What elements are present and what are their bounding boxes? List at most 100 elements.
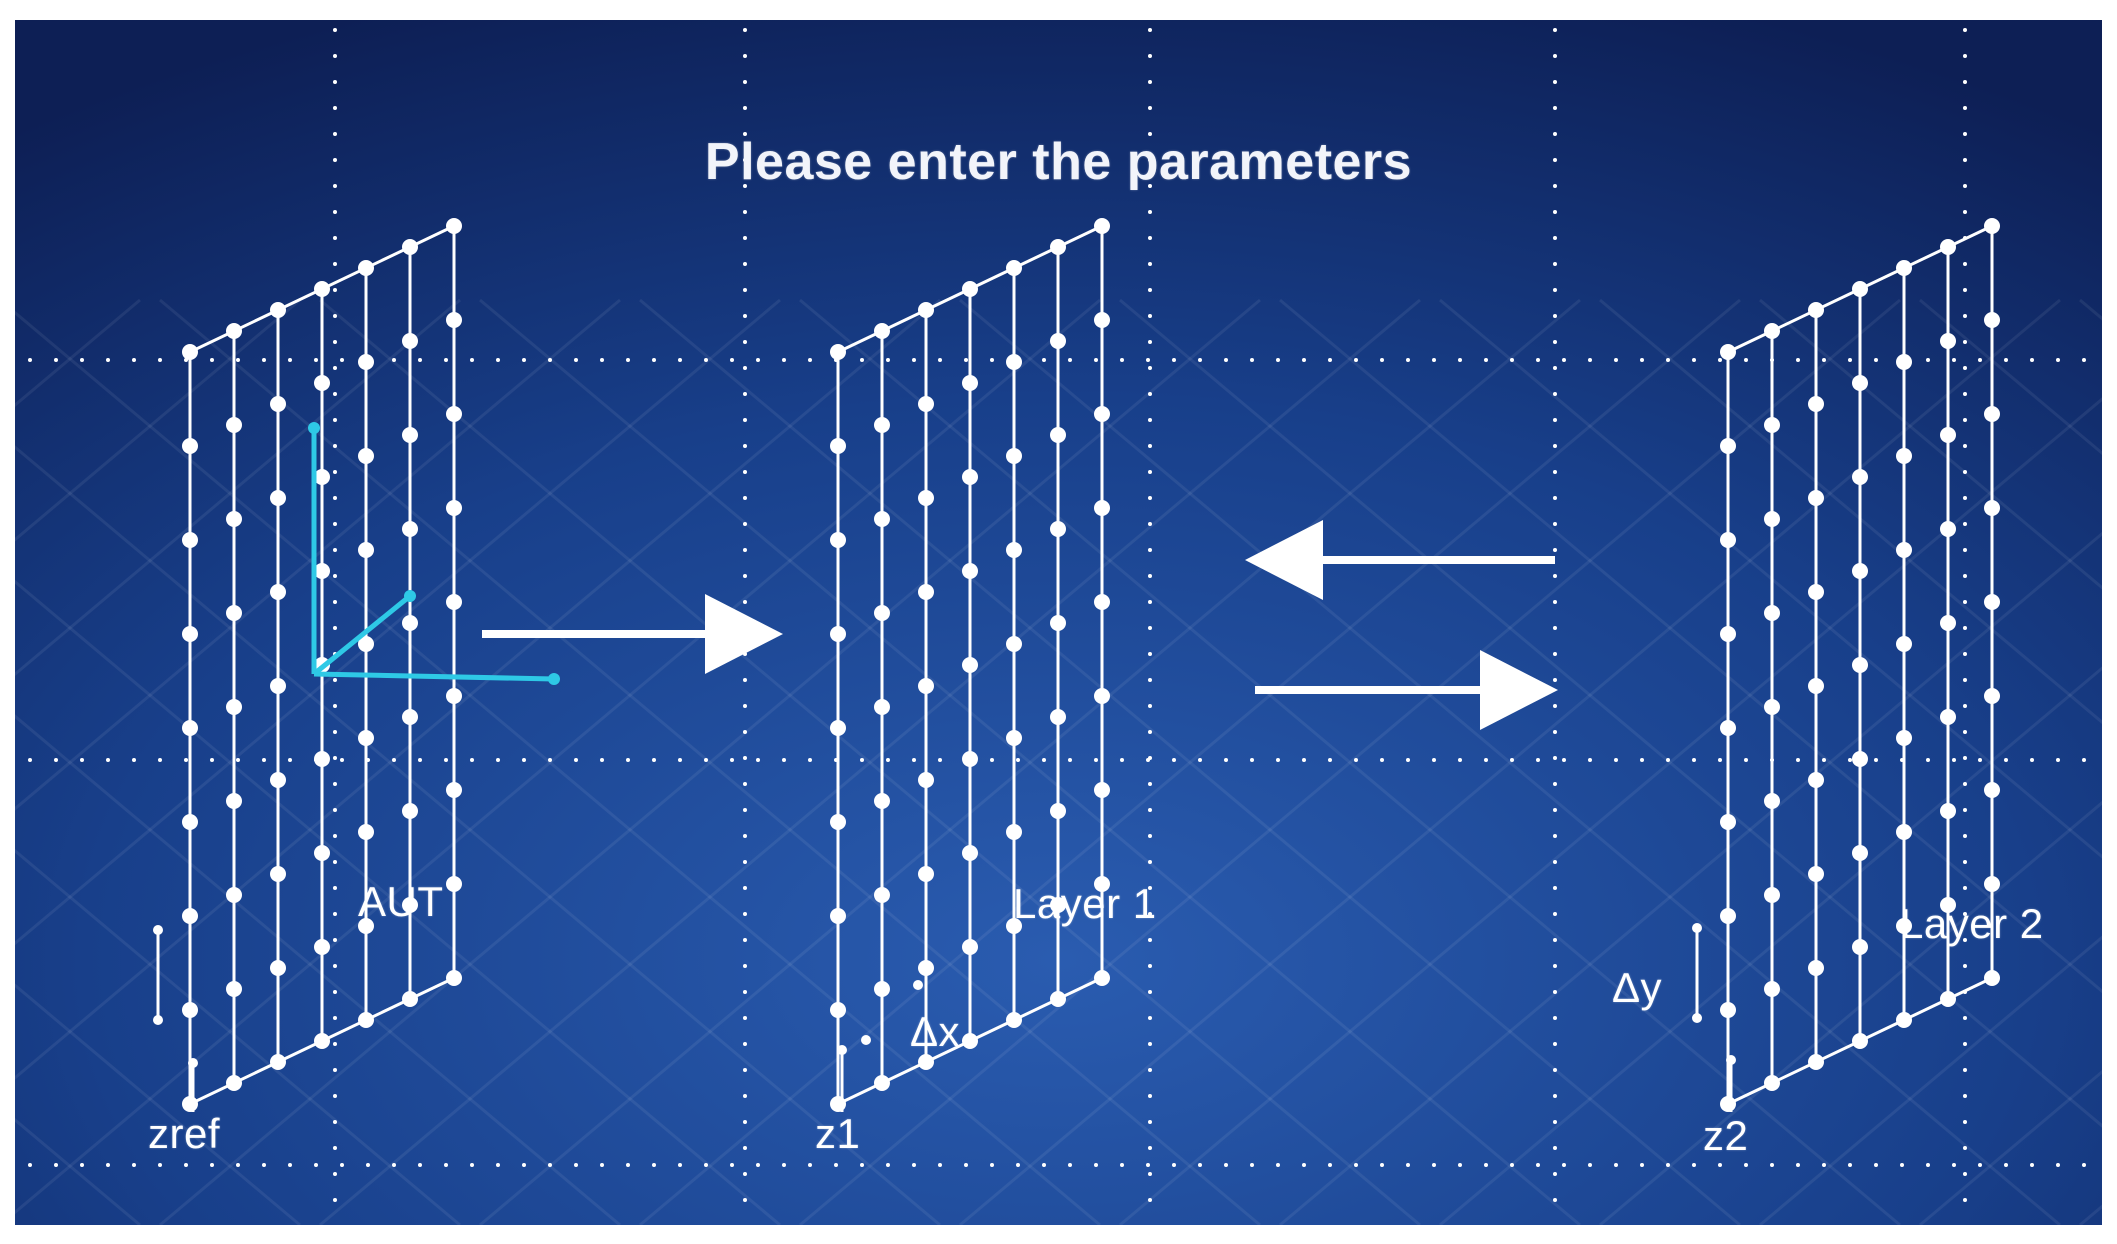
guide-dot: [730, 358, 734, 362]
guide-dot: [1068, 358, 1072, 362]
guide-dot: [333, 678, 337, 682]
lattice-node: [1764, 1075, 1780, 1091]
guide-dot: [333, 1094, 337, 1098]
guide-dot: [333, 912, 337, 916]
guide-dot: [1016, 1163, 1020, 1167]
guide-dot: [1963, 340, 1967, 344]
lattice-node: [270, 866, 286, 882]
floor-grid-line: [1759, 298, 2117, 603]
lattice-node: [446, 218, 462, 234]
guide-dot: [1148, 652, 1152, 656]
guide-dot: [262, 358, 266, 362]
lattice-node: [1808, 1054, 1824, 1070]
guide-dot: [1963, 626, 1967, 630]
guide-dot: [1553, 184, 1557, 188]
guide-dot: [1963, 1068, 1967, 1072]
guide-dot: [1484, 758, 1488, 762]
lattice-node: [358, 448, 374, 464]
guide-dot: [1484, 358, 1488, 362]
guide-dot: [1963, 28, 1967, 32]
guide-dot: [743, 288, 747, 292]
guide-dot: [333, 1120, 337, 1124]
guide-dot: [1553, 236, 1557, 240]
lattice-node: [1852, 1033, 1868, 1049]
guide-dot: [333, 392, 337, 396]
lattice-node: [1984, 218, 2000, 234]
z2-label: z2: [1703, 1112, 1749, 1159]
lattice-node: [874, 887, 890, 903]
lattice-node: [226, 605, 242, 621]
lattice-node: [226, 323, 242, 339]
guide-dot: [1553, 1198, 1557, 1202]
guide-dot: [912, 358, 916, 362]
guide-dot: [756, 358, 760, 362]
guide-dot: [1148, 366, 1152, 370]
lattice-node: [402, 897, 418, 913]
guide-dot: [1796, 758, 1800, 762]
guide-dot: [1484, 1163, 1488, 1167]
guide-dot: [2004, 758, 2008, 762]
guide-dot: [1148, 548, 1152, 552]
lattice-node: [1940, 803, 1956, 819]
guide-dot: [333, 132, 337, 136]
guide-dot: [1553, 470, 1557, 474]
guide-dot: [470, 1163, 474, 1167]
floor-grid-line: [159, 298, 1261, 1227]
guide-dot: [1148, 392, 1152, 396]
lattice-node: [226, 981, 242, 997]
guide-dot: [1614, 758, 1618, 762]
guide-dot: [1963, 1042, 1967, 1046]
guide-dot: [1553, 28, 1557, 32]
guide-dot: [1302, 758, 1306, 762]
guide-dot: [1380, 358, 1384, 362]
guide-dot: [1963, 262, 1967, 266]
lattice-node: [358, 730, 374, 746]
lattice-node: [874, 323, 890, 339]
guide-dot: [1148, 314, 1152, 318]
lattice-node: [446, 970, 462, 986]
guide-dot: [1963, 574, 1967, 578]
floor-grid-line: [0, 298, 941, 1093]
guide-dot: [1042, 1163, 1046, 1167]
guide-dot: [236, 1163, 240, 1167]
guide-dot: [1148, 782, 1152, 786]
floor-grid-line: [479, 298, 1581, 1227]
lattice-node: [1006, 918, 1022, 934]
lattice-node: [1006, 636, 1022, 652]
lattice-node: [1764, 511, 1780, 527]
guide-dot: [782, 758, 786, 762]
guide-dot: [1770, 1163, 1774, 1167]
lattice-node: [1852, 563, 1868, 579]
guide-dot: [1250, 758, 1254, 762]
guide-dot: [333, 236, 337, 240]
lattice-node: [1808, 772, 1824, 788]
lattice-node: [1050, 239, 1066, 255]
layer-2-lattice: [1720, 218, 2000, 1112]
guide-dot: [743, 782, 747, 786]
guide-dot: [1148, 756, 1152, 760]
lattice-node: [1940, 897, 1956, 913]
lattice-node: [358, 918, 374, 934]
guide-dot: [1148, 730, 1152, 734]
guide-dot: [1744, 358, 1748, 362]
guide-dot: [1963, 470, 1967, 474]
guide-dot: [626, 358, 630, 362]
guide-dot: [1148, 132, 1152, 136]
guide-dot: [1224, 758, 1228, 762]
lattice-node: [962, 657, 978, 673]
guide-dot: [743, 132, 747, 136]
guide-dot: [132, 758, 136, 762]
lattice-node: [874, 511, 890, 527]
layer-1-label: Layer 1: [1013, 880, 1157, 927]
guide-dot: [1148, 1042, 1152, 1046]
lattice-node: [1050, 803, 1066, 819]
guide-dot: [1874, 1163, 1878, 1167]
guide-dot: [1380, 758, 1384, 762]
guide-dot: [743, 314, 747, 318]
guide-dot: [1963, 600, 1967, 604]
guide-dot: [743, 470, 747, 474]
guide-dot: [1553, 1094, 1557, 1098]
lattice-node: [874, 417, 890, 433]
lattice-node: [358, 354, 374, 370]
guide-dot: [333, 1042, 337, 1046]
